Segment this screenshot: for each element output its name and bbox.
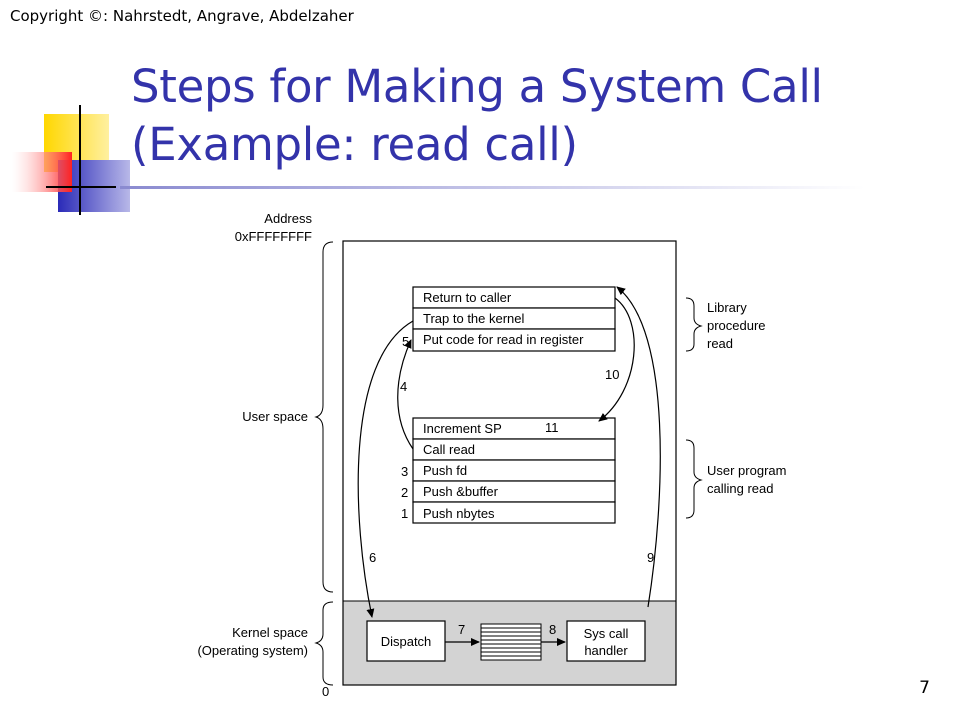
dispatch-box — [366, 620, 446, 662]
slide-title: Steps for Making a System Call (Example:… — [131, 58, 931, 174]
program-row-push-buffer-label: Push &buffer — [423, 484, 499, 499]
library-label-line-2: procedure — [707, 318, 766, 333]
step-7: 7 — [458, 622, 465, 637]
library-brace — [685, 297, 703, 352]
step-2: 2 — [401, 485, 408, 500]
user-space-label: User space — [242, 409, 308, 424]
step-6: 6 — [369, 550, 376, 565]
copyright-notice: Copyright ©: Nahrstedt, Angrave, Abdelza… — [10, 7, 354, 25]
syscall-handler-label-1: Sys call — [584, 626, 629, 641]
step-3: 3 — [401, 464, 408, 479]
library-row-trap-label: Trap to the kernel — [423, 311, 525, 326]
user-space-brace — [314, 241, 334, 593]
kernel-space-brace — [314, 601, 334, 686]
library-row-put-code-label: Put code for read in register — [423, 332, 584, 347]
program-row-call-read-label: Call read — [423, 442, 475, 457]
step-5: 5 — [402, 334, 409, 349]
library-row-return-label: Return to caller — [423, 290, 512, 305]
memory-column — [342, 240, 677, 686]
arrow-step-10 — [598, 297, 635, 422]
arrow-step-6 — [357, 320, 414, 618]
kernel-space-label-2: (Operating system) — [197, 643, 308, 658]
syscall-handler-label-2: handler — [584, 643, 628, 658]
program-row-push-nbytes-label: Push nbytes — [423, 506, 495, 521]
dispatch-table — [480, 623, 542, 661]
user-program-label-line-1: User program — [707, 463, 786, 478]
library-label-line-3: read — [707, 336, 733, 351]
address-low-label: 0 — [322, 684, 329, 699]
library-label-line-1: Library — [707, 300, 747, 315]
program-row-push-nbytes — [412, 501, 616, 524]
step-10: 10 — [605, 367, 619, 382]
arrow-step-9 — [616, 286, 661, 608]
step-4: 4 — [400, 379, 407, 394]
step-9: 9 — [647, 550, 654, 565]
program-row-push-fd-label: Push fd — [423, 463, 467, 478]
library-row-put-code — [412, 328, 616, 352]
address-label: Address — [264, 211, 312, 226]
step-8: 8 — [549, 622, 556, 637]
step-1: 1 — [401, 506, 408, 521]
syscall-handler-box — [566, 620, 646, 662]
kernel-space-label-1: Kernel space — [232, 625, 308, 640]
step-11: 11 — [545, 420, 559, 435]
slide-title-line-1: Steps for Making a System Call — [131, 60, 823, 113]
user-program-brace — [685, 439, 703, 519]
arrow-step-4 — [397, 339, 414, 450]
program-row-increment-sp-label: Increment SP — [423, 421, 502, 436]
slide-number: 7 — [919, 678, 930, 698]
dispatch-label: Dispatch — [381, 634, 432, 649]
slide-title-line-2: (Example: read call) — [131, 118, 578, 171]
user-program-label-line-2: calling read — [707, 481, 774, 496]
address-high-label: 0xFFFFFFFF — [235, 229, 312, 244]
